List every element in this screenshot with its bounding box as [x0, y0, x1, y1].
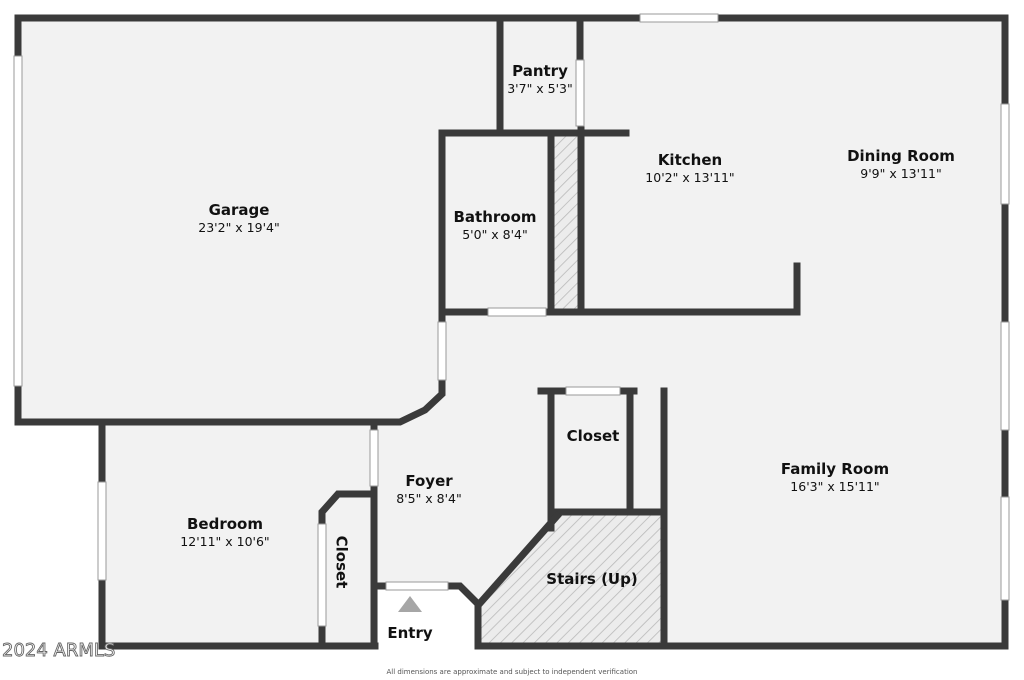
- stairs-hatch: [480, 515, 664, 643]
- garage-name: Garage: [209, 201, 270, 219]
- dining-name: Dining Room: [847, 147, 955, 165]
- kitchen-dims: 10'2" x 13'11": [645, 170, 734, 185]
- family-name: Family Room: [781, 460, 889, 478]
- bedroom-dims: 12'11" x 10'6": [180, 534, 269, 549]
- bathroom-name: Bathroom: [453, 208, 536, 226]
- family-dims: 16'3" x 15'11": [790, 479, 879, 494]
- chimney-hatch: [553, 136, 579, 310]
- garage-dims: 23'2" x 19'4": [198, 220, 279, 235]
- foyer-name: Foyer: [405, 472, 453, 490]
- windows: [13, 13, 1010, 627]
- bedroom-closet-name: Closet: [333, 536, 351, 589]
- pantry-dims: 3'7" x 5'3": [507, 81, 573, 96]
- entry-arrow-icon: [398, 596, 422, 612]
- kitchen-name: Kitchen: [658, 151, 722, 169]
- pantry-name: Pantry: [512, 62, 568, 80]
- stairs-name: Stairs (Up): [546, 570, 637, 588]
- dining-dims: 9'9" x 13'11": [860, 166, 941, 181]
- footnote: All dimensions are approximate and subje…: [387, 668, 638, 676]
- entry-name: Entry: [387, 624, 432, 642]
- room-labels: Garage 23'2" x 19'4" Pantry 3'7" x 5'3" …: [180, 62, 955, 642]
- bathroom-dims: 5'0" x 8'4": [462, 227, 528, 242]
- floor-area: [18, 18, 1005, 646]
- foyer-dims: 8'5" x 8'4": [396, 491, 462, 506]
- bedroom-name: Bedroom: [187, 515, 263, 533]
- hall-closet-name: Closet: [567, 427, 620, 445]
- watermark: 2024 ARMLS: [2, 640, 115, 661]
